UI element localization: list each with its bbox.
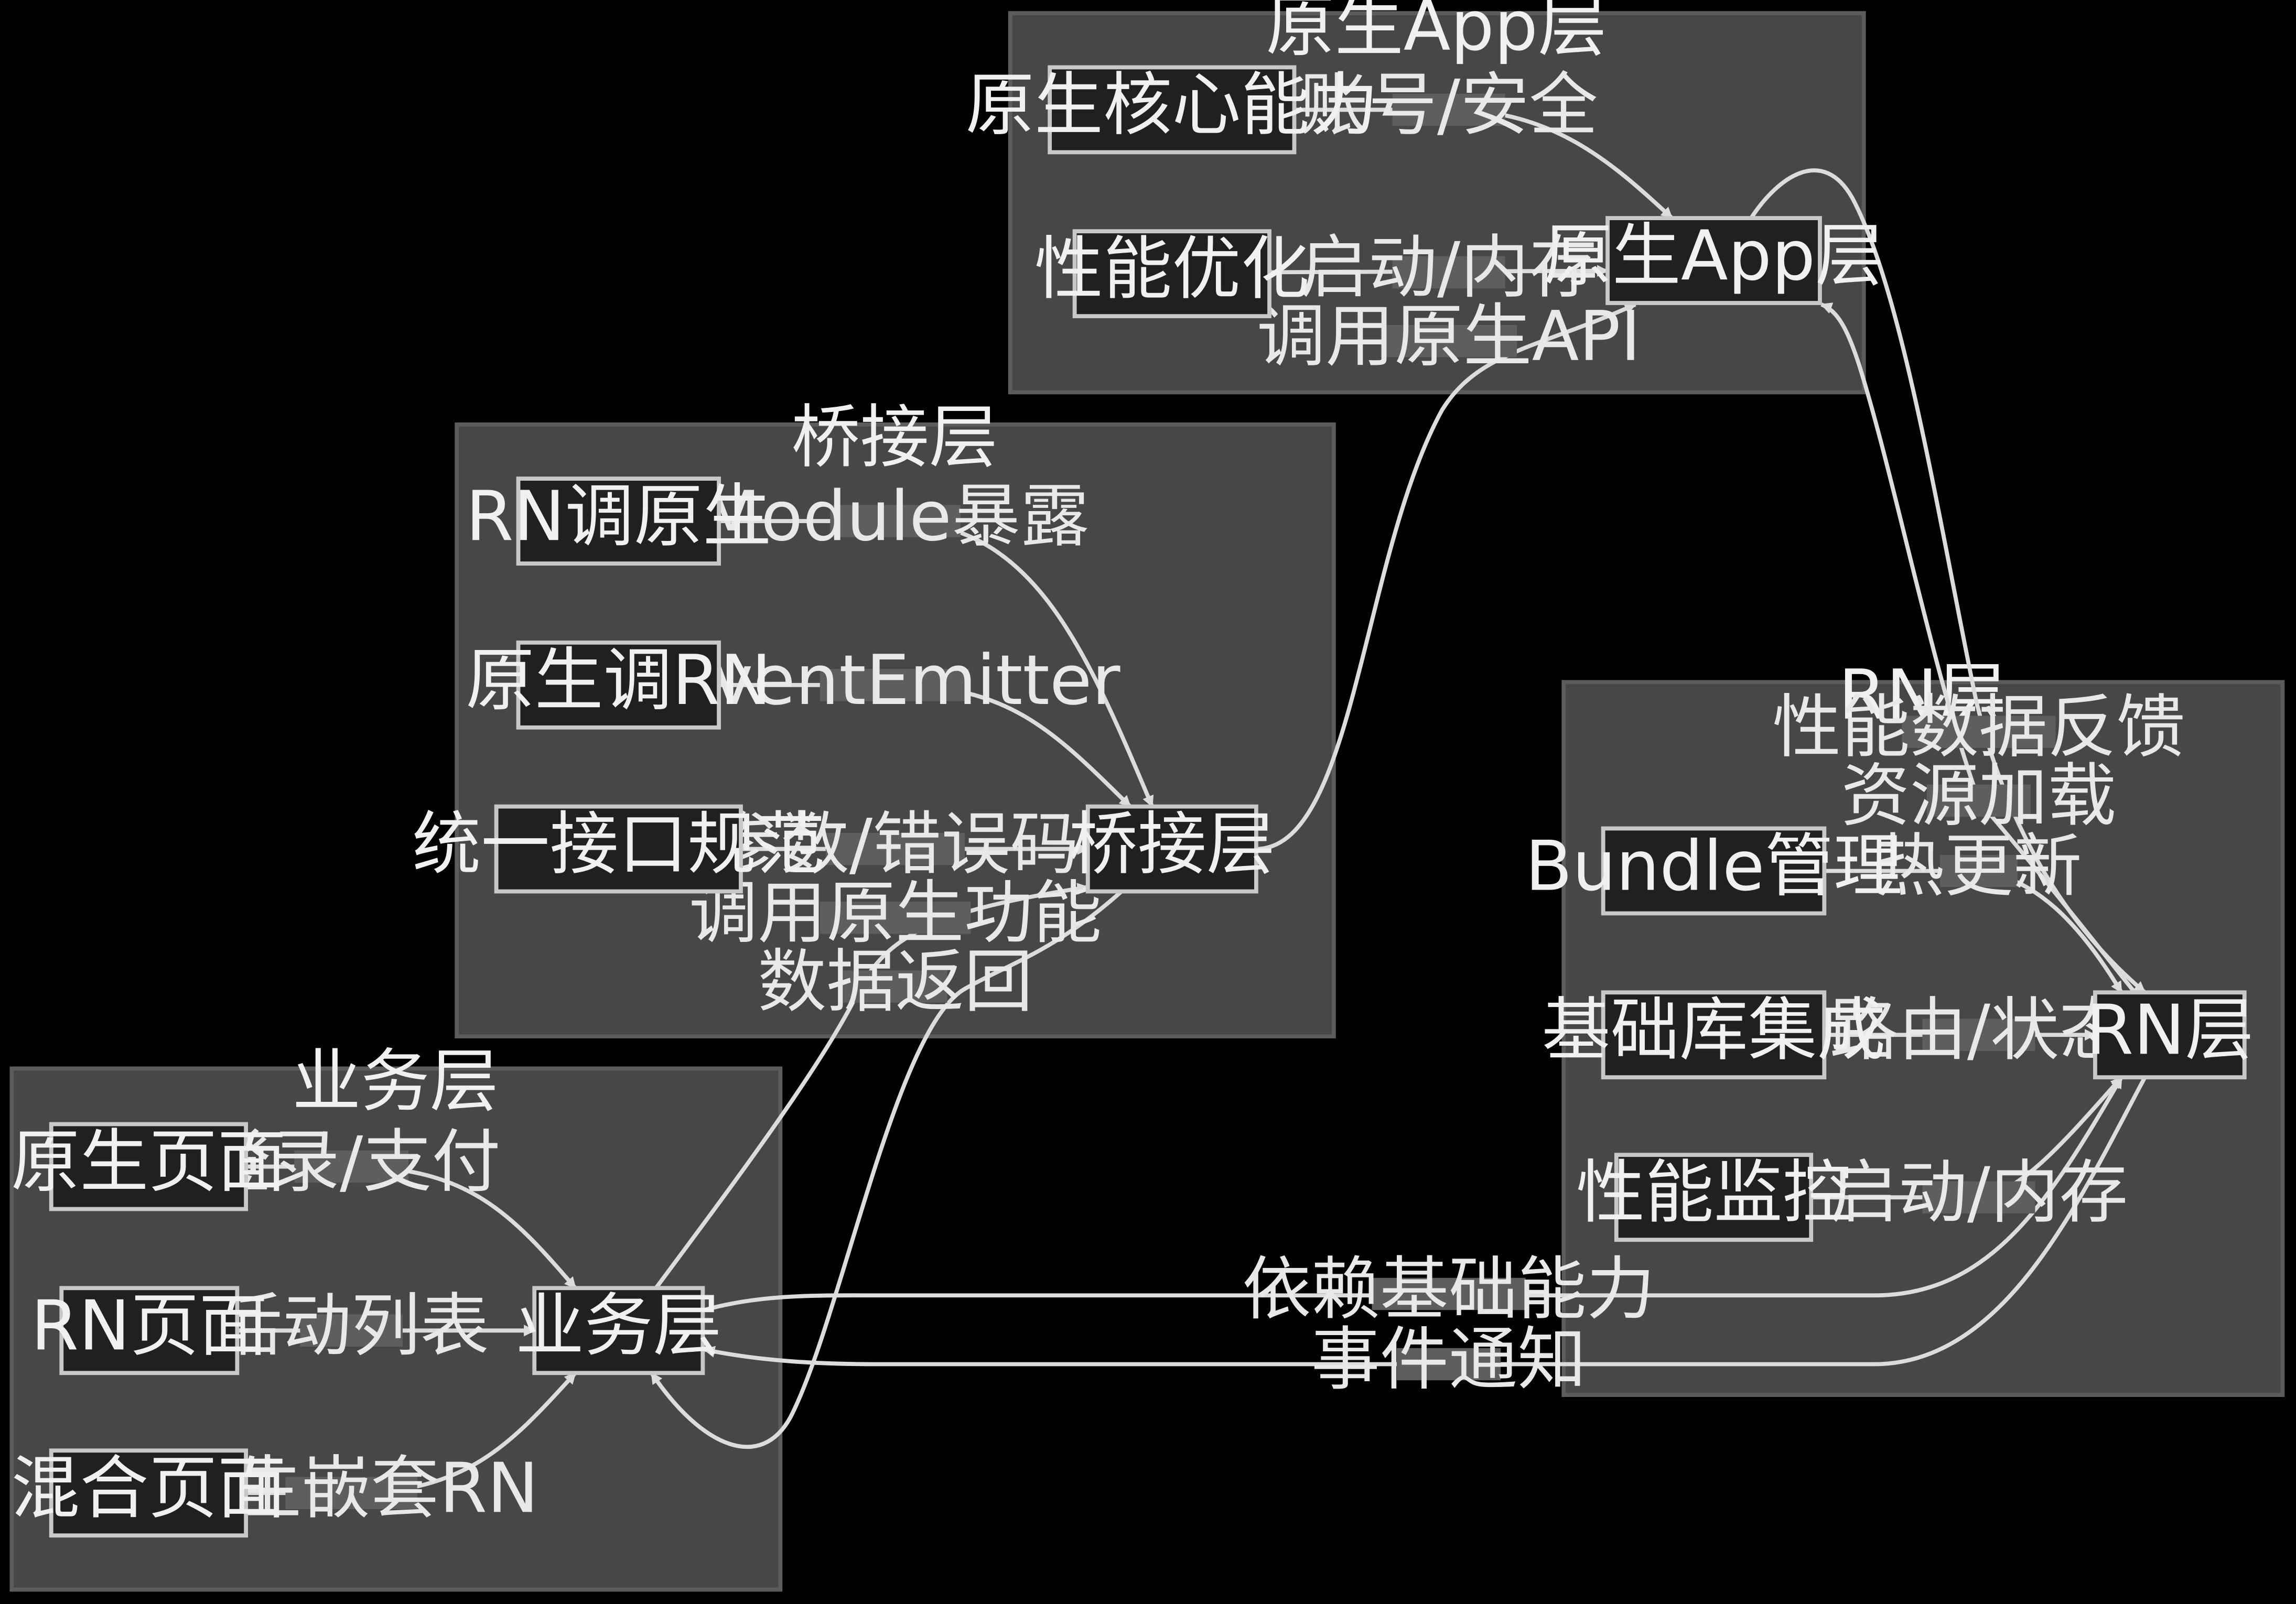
node-rn-to-native[interactable]: RN调原生: [466, 476, 771, 566]
node-native-core[interactable]: 原生核心能力: [966, 65, 1378, 155]
edge-label-call-native-func: 调用原生功能: [689, 873, 1102, 953]
svg-text:原生App层: 原生App层: [1543, 215, 1884, 296]
svg-text:RN调原生: RN调原生: [466, 476, 771, 556]
edge-native-app-to-rn: [1749, 168, 2147, 994]
svg-text:性能优化: 性能优化: [1034, 229, 1310, 309]
edge-label-account-security: 账号/安全: [1300, 65, 1598, 145]
cluster-business-title: 业务层: [292, 1041, 499, 1121]
svg-text:数据返回: 数据返回: [758, 941, 1033, 1022]
node-native-perf[interactable]: 性能优化: [1034, 229, 1310, 319]
svg-text:原生页面: 原生页面: [11, 1122, 286, 1202]
edge-label-depend-base: 依赖基础能力: [1242, 1249, 1655, 1329]
svg-text:业务层: 业务层: [515, 1285, 722, 1365]
svg-text:账号/安全: 账号/安全: [1300, 65, 1598, 145]
nodes: 原生核心能力 性能优化 原生App层 RN调原生 原生调RN 统一接口规范: [11, 65, 2254, 1538]
svg-text:依赖基础能力: 依赖基础能力: [1242, 1249, 1655, 1329]
svg-text:EventEmitter: EventEmitter: [669, 640, 1120, 720]
svg-text:性能监控: 性能监控: [1576, 1152, 1851, 1232]
svg-text:调用原生功能: 调用原生功能: [689, 873, 1102, 953]
node-unified-api[interactable]: 统一接口规范: [412, 804, 825, 894]
svg-text:性能数据反馈: 性能数据反馈: [1772, 687, 2185, 767]
edge-label-module-expose: Module暴露: [702, 476, 1090, 556]
node-business[interactable]: 业务层: [515, 1285, 722, 1375]
svg-text:活动列表: 活动列表: [214, 1285, 489, 1365]
edge-labels: 账号/安全 启动/内存 调用原生API Module暴露 EventEmitte…: [164, 65, 2185, 1529]
node-bundle[interactable]: Bundle管理: [1525, 826, 1902, 916]
node-native-app[interactable]: 原生App层: [1543, 215, 1884, 305]
node-hybrid-page[interactable]: 混合页面: [11, 1448, 286, 1538]
svg-text:启动/内存: 启动/内存: [1300, 227, 1598, 308]
svg-text:Module暴露: Module暴露: [702, 476, 1090, 556]
edge-label-event-notify: 事件通知: [1311, 1319, 1587, 1400]
edge-label-data-return: 数据返回: [758, 941, 1033, 1022]
edge-label-login-pay: 登录/支付: [202, 1122, 501, 1202]
node-base-lib[interactable]: 基础库集成: [1542, 990, 1886, 1080]
svg-text:热更新: 热更新: [1875, 826, 2082, 906]
edge-label-params-errcode: 参数/错误码: [712, 804, 1079, 884]
edge-rn-to-biz: [703, 1076, 2147, 1367]
svg-text:混合页面: 混合页面: [11, 1448, 286, 1528]
node-bridge[interactable]: 桥接层: [1069, 804, 1275, 894]
svg-text:RN层: RN层: [2086, 990, 2254, 1070]
svg-text:原生调RN: 原生调RN: [466, 640, 771, 720]
edge-label-route-state: 路由/状态: [1829, 990, 2128, 1070]
cluster-native-app-title: 原生App层: [1266, 0, 1607, 66]
svg-text:路由/状态: 路由/状态: [1829, 990, 2128, 1070]
cluster-bridge-title: 桥接层: [791, 397, 998, 477]
edge-rn-to-native-app: [1820, 302, 2137, 994]
edge-bridge-to-biz: [650, 890, 1123, 1449]
svg-text:事件通知: 事件通知: [1311, 1319, 1587, 1400]
svg-text:调用原生API: 调用原生API: [1257, 296, 1641, 376]
edge-label-call-native-api: 调用原生API: [1257, 296, 1641, 376]
node-rn-page[interactable]: RN页面: [31, 1285, 268, 1375]
svg-text:统一接口规范: 统一接口规范: [412, 804, 825, 884]
svg-text:Bundle管理: Bundle管理: [1525, 826, 1902, 906]
edge-label-event-emitter: EventEmitter: [669, 640, 1120, 720]
edge-label-startup-memory-native: 启动/内存: [1300, 227, 1598, 308]
edge-label-hot-update: 热更新: [1875, 826, 2082, 906]
node-perf-monitor[interactable]: 性能监控: [1576, 1152, 1851, 1242]
edge-biz-to-rn: [704, 1076, 2123, 1312]
svg-text:登录/支付: 登录/支付: [202, 1122, 501, 1202]
svg-text:基础库集成: 基础库集成: [1542, 990, 1885, 1070]
edge-label-resource-load: 资源加载: [1841, 756, 2116, 836]
edge-bridge-to-native-app: [1256, 302, 1637, 851]
svg-text:原生核心能力: 原生核心能力: [966, 65, 1378, 145]
svg-text:启动/内存: 启动/内存: [1829, 1152, 2128, 1232]
node-rn[interactable]: RN层: [2086, 990, 2254, 1080]
node-native-to-rn[interactable]: 原生调RN: [466, 640, 771, 730]
svg-text:资源加载: 资源加载: [1841, 756, 2116, 836]
svg-text:参数/错误码: 参数/错误码: [712, 804, 1079, 884]
node-native-page[interactable]: 原生页面: [11, 1122, 286, 1211]
svg-text:桥接层: 桥接层: [1069, 804, 1275, 884]
edge-label-activity-list: 活动列表: [214, 1285, 489, 1365]
svg-text:RN页面: RN页面: [31, 1285, 268, 1365]
edge-label-startup-memory-rn: 启动/内存: [1829, 1152, 2128, 1232]
edge-label-perf-feedback: 性能数据反馈: [1772, 687, 2185, 767]
